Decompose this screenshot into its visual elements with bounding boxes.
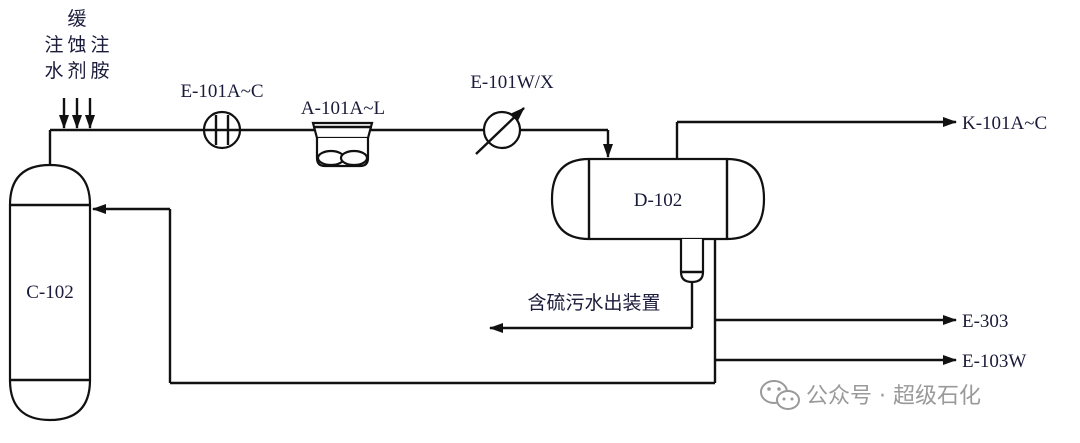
trim-cooler-label: E-101W/X: [470, 72, 554, 93]
injection-label-water-2: 水: [44, 60, 63, 82]
injection-label-corrosion-1: 蚀: [67, 34, 86, 56]
column-label: C-102: [26, 282, 74, 303]
injection-arrows: [59, 98, 95, 129]
injection-label-corrosion-2: 剂: [67, 60, 86, 82]
separator-d102: D-102: [550, 157, 766, 284]
injection-label-water-1: 注: [44, 34, 63, 56]
air-cooler-a101al: A-101A~L: [301, 98, 385, 168]
wechat-icon: [760, 380, 800, 410]
trim-cooler-e101wx: E-101W/X: [470, 72, 554, 155]
separator-label: D-102: [634, 190, 683, 211]
injection-label-amine-2: 胺: [90, 60, 109, 82]
injection-label-top: 缓: [67, 8, 86, 30]
gas-outlet-line: K-101A~C: [675, 113, 1047, 159]
sour-water-label: 含硫污水出装置: [527, 292, 660, 314]
e103w-label: E-103W: [962, 351, 1026, 372]
sour-water-line: 含硫污水出装置: [489, 282, 694, 333]
e303-label: E-303: [962, 311, 1008, 332]
column-c102: C-102: [8, 163, 92, 422]
heat-exchanger-e101ac: E-101A~C: [180, 81, 264, 150]
injection-labels: 缓 注 蚀 注 水 剂 胺: [44, 8, 109, 82]
air-cooler-label: A-101A~L: [301, 98, 385, 119]
watermark-text: 公众号 · 超级石化: [806, 384, 981, 409]
gas-outlet-label: K-101A~C: [962, 113, 1047, 134]
reflux-line: [92, 204, 715, 385]
heat-exchanger-label: E-101A~C: [180, 81, 263, 102]
hydrocarbon-outlet-lines: E-303 E-103W: [713, 239, 1026, 383]
watermark: 公众号 · 超级石化: [760, 380, 981, 410]
injection-label-amine-1: 注: [90, 34, 109, 56]
